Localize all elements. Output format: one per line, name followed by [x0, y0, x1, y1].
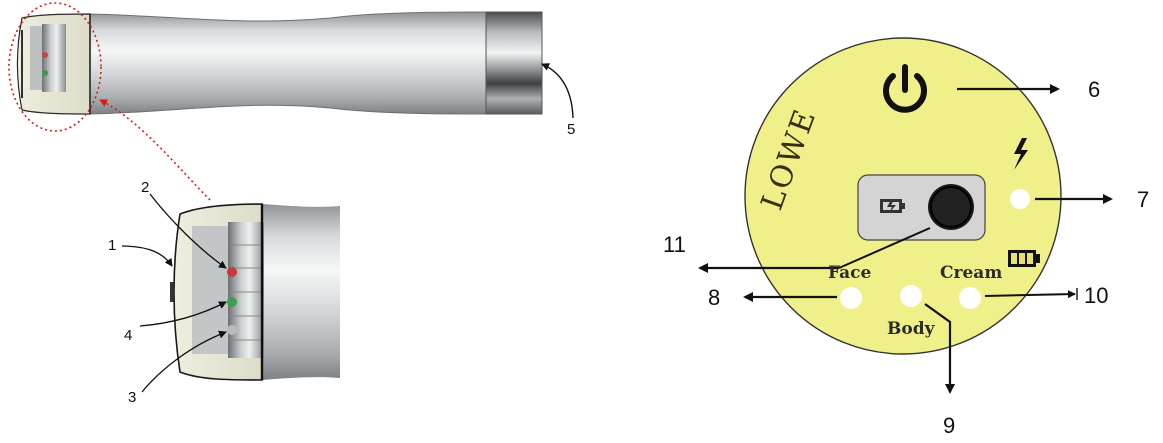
face-label: Face [828, 263, 872, 283]
device-led-green [42, 70, 48, 76]
callout-9-arrow [924, 303, 955, 394]
detail-body [262, 204, 340, 380]
callout-5: 5 [567, 121, 575, 138]
callout-1: 1 [108, 237, 116, 254]
body-label: Body [887, 319, 936, 339]
callout-10: 10 [1084, 283, 1108, 308]
device-tip-ring [42, 24, 66, 92]
callout-2: 2 [141, 179, 149, 196]
cream-label: Cream [940, 263, 1002, 283]
callout-11-arrow [838, 227, 931, 269]
device-side-view: 5 [8, 2, 575, 138]
device-tip-detail: 1 2 4 3 [108, 179, 340, 406]
callout-1-arrow [121, 245, 173, 267]
detail-led-red [227, 267, 237, 277]
charge-indicator-light [1010, 189, 1030, 209]
callout-5-arrow [541, 63, 574, 119]
callout-3: 3 [128, 389, 136, 406]
device-led-red [42, 52, 48, 58]
power-icon[interactable] [883, 64, 927, 113]
callout-4-arrow [139, 301, 227, 327]
detail-ring [228, 222, 264, 358]
face-mode-indicator[interactable] [840, 287, 862, 309]
body-mode-indicator[interactable] [900, 285, 922, 307]
callout-8: 8 [708, 285, 720, 310]
callout-9: 9 [943, 413, 955, 438]
callout-7: 7 [1137, 187, 1149, 212]
cream-mode-indicator[interactable] [959, 287, 981, 309]
control-panel: LOWE 6 7 11 [663, 37, 1149, 438]
callout-2-arrow [149, 193, 227, 269]
device-body [89, 11, 489, 115]
device-end-cap [485, 11, 543, 115]
detail-highlight-ellipse [8, 2, 102, 132]
callout-11: 11 [663, 232, 686, 257]
callout-4: 4 [124, 327, 132, 344]
callout-10-arrow [984, 290, 1076, 299]
detail-connector-line [99, 99, 211, 201]
charging-battery-icon [880, 199, 905, 213]
detail-led-clear [227, 325, 237, 335]
lightning-icon [1014, 138, 1028, 170]
detail-led-green [227, 297, 237, 307]
callout-3-arrow [141, 330, 227, 393]
battery-full-icon [1008, 250, 1040, 267]
callout-6: 6 [1088, 77, 1100, 102]
